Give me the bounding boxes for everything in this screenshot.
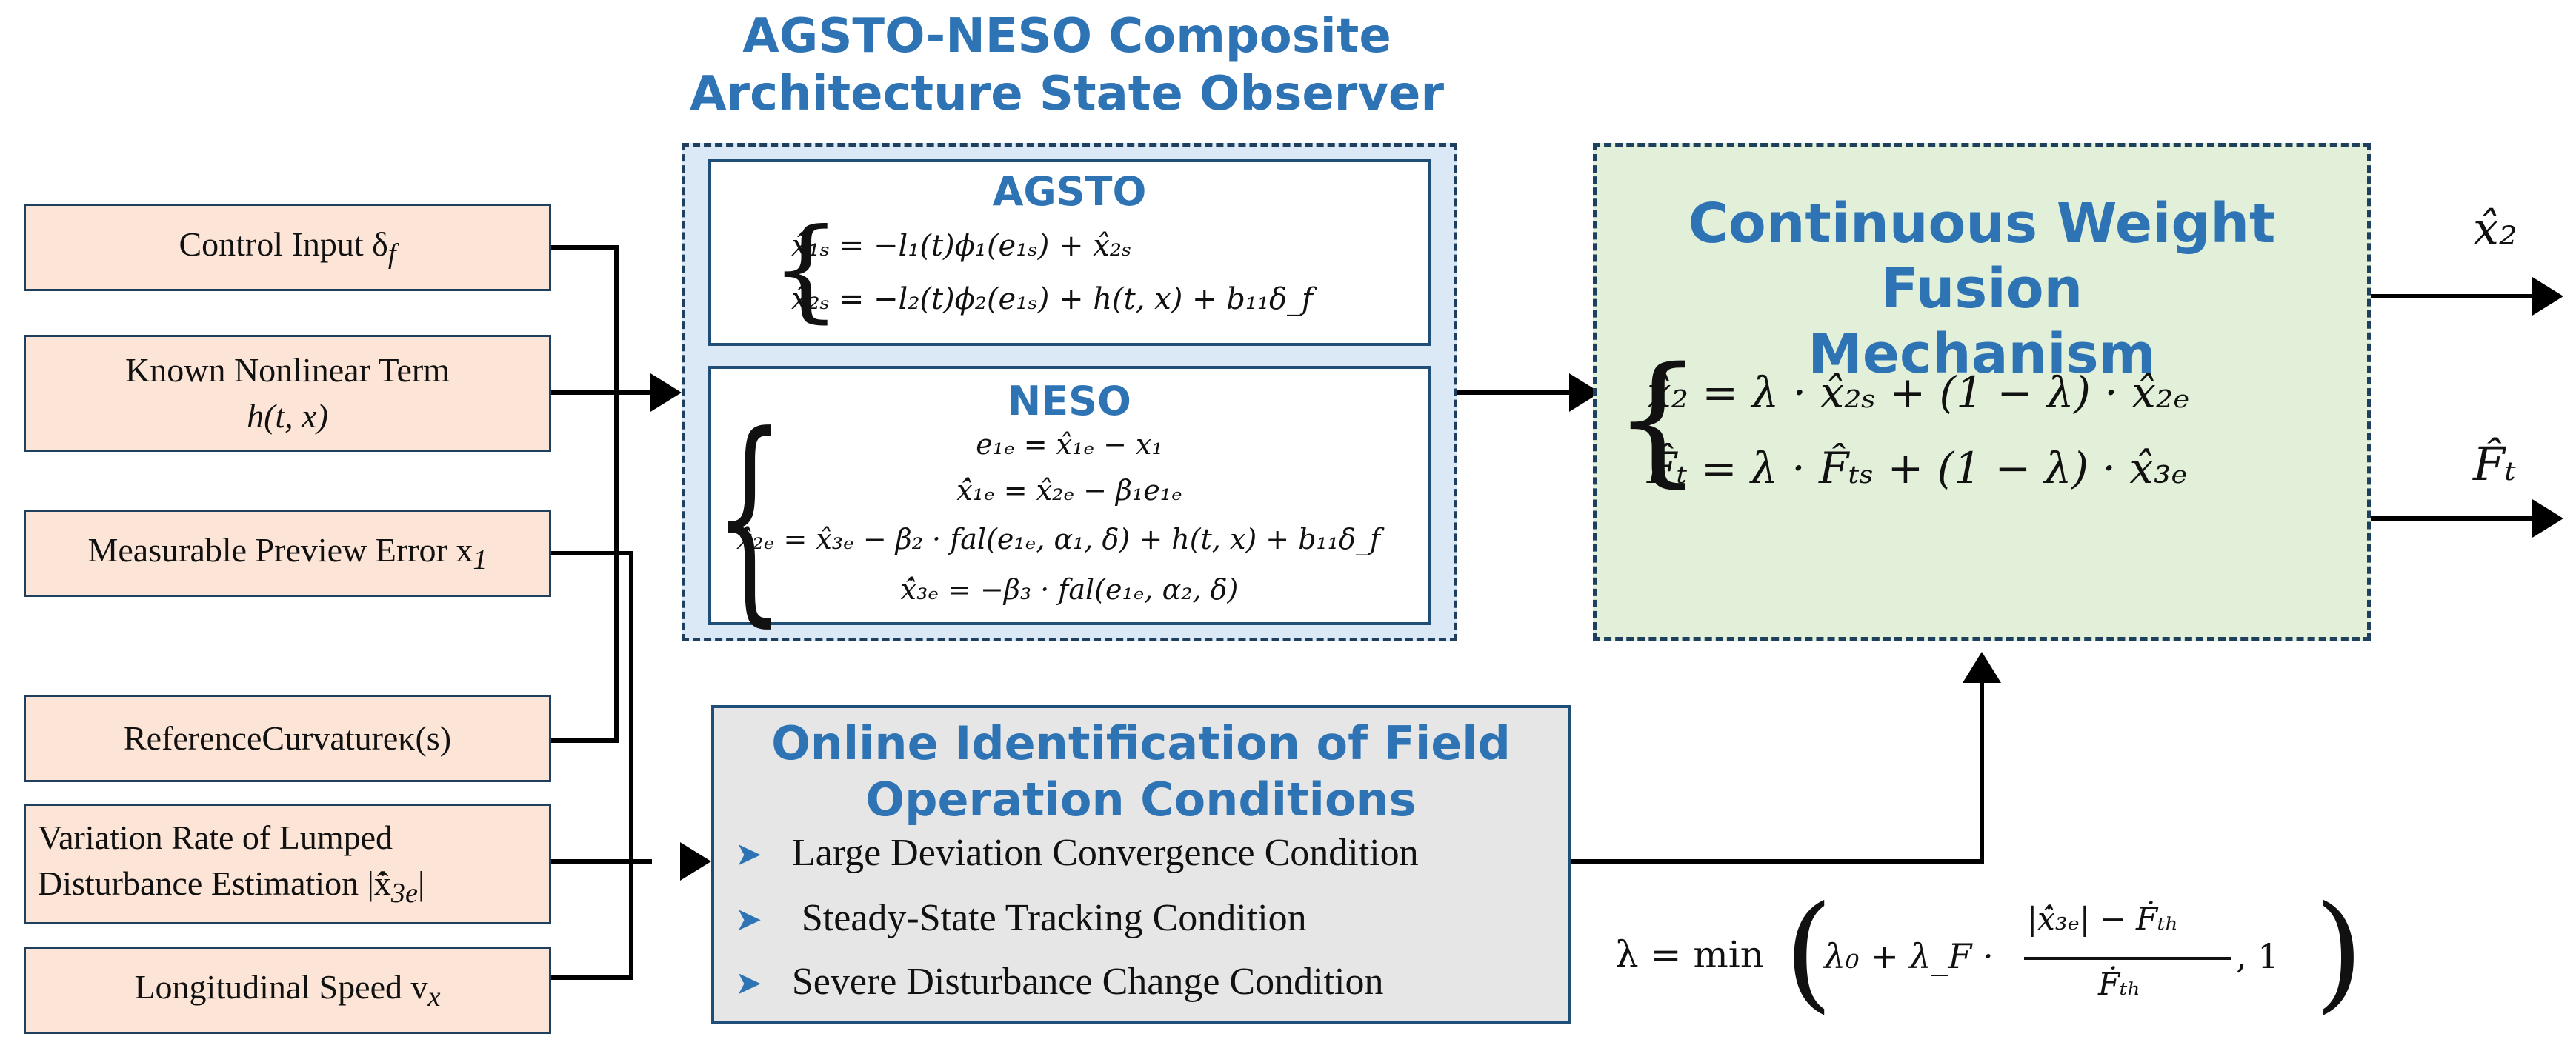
fusion-brace: { [1613, 337, 1703, 501]
chevron-right-icon: ➤ [735, 901, 762, 938]
condition-item: ➤ Severe Disturbance Change Condition [735, 960, 1383, 1004]
neso-eq4: x̂̇₃ₑ = −β₃ · fal(e₁ₑ, α₂, δ) [900, 573, 1239, 606]
observer-arrowhead [650, 373, 682, 412]
input-disturbance-sub: 3e [390, 878, 418, 910]
output-x2-label: x̂₂ [2473, 201, 2517, 256]
identification-box: Online Identification of Field Operation… [711, 705, 1571, 1024]
input-speed-label: Longitudinal Speed v [134, 967, 428, 1006]
input-nonlinear-line1: Known Nonlinear Term [125, 350, 450, 389]
neso-eq2: x̂̇₁ₑ = x̂₂ₑ − β₁e₁ₑ [956, 474, 1182, 507]
input-disturbance-line2: Disturbance Estimation |x̂̇ [38, 864, 391, 903]
condition-label: Severe Disturbance Change Condition [791, 961, 1384, 1003]
chevron-right-icon: ➤ [735, 964, 762, 1002]
input-reference-curvature-label: ReferenceCurvatureκ(s) [123, 718, 452, 757]
input-nonlinear-term: Known Nonlinear Term h(t, x) [24, 335, 551, 452]
input-preview-error-label: Measurable Preview Error x [87, 530, 473, 569]
output-ft-label: F̂ₜ [2473, 437, 2517, 491]
input-preview-error: Measurable Preview Error x1 [24, 510, 551, 597]
lambda-open-paren: ( [1784, 879, 1834, 1026]
input-bus-lower [550, 551, 633, 980]
condition-label: Large Deviation Convergence Condition [791, 832, 1419, 874]
neso-box: NESO { e₁ₑ = x̂₁ₑ − x₁ x̂̇₁ₑ = x̂₂ₑ − β₁… [708, 366, 1431, 646]
lambda-formula: λ = min ( λ₀ + λ_F · |x̂̇₃ₑ| − Ḟₜₕ Ḟₜₕ ,… [1615, 874, 2363, 1037]
input-disturbance-rate: Variation Rate of Lumped Disturbance Est… [24, 804, 551, 924]
lambda-numerator: |x̂̇₃ₑ| − Ḟₜₕ [2027, 901, 2179, 937]
identification-to-fusion-line [1571, 681, 1984, 864]
chevron-right-icon: ➤ [735, 835, 762, 873]
fusion-title: Continuous Weight Fusion Mechanism [1597, 191, 2367, 387]
lambda-term: λ₀ + λ_F · [1824, 936, 1994, 976]
agsto-eq1: x̂̇₁ₛ = −l₁(t)ϕ₁(e₁ₛ) + x̂₂ₛ [791, 229, 1132, 263]
fusion-arrowhead [1569, 373, 1600, 412]
input-bus-upper [550, 245, 619, 743]
lambda-tail: , 1 [2236, 936, 2280, 976]
lambda-arrowhead [1963, 652, 2001, 683]
identification-title: Online Identification of Field Operation… [714, 715, 1568, 828]
fusion-eq2: F̂ₜ = λ · F̂ₜₛ + (1 − λ) · x̂₃ₑ [1647, 443, 2188, 493]
observer-title-line2: Architecture State Observer [690, 67, 1444, 121]
fusion-title-line1: Continuous Weight Fusion [1688, 192, 2276, 321]
input-preview-error-sub: 1 [473, 544, 487, 575]
agsto-title: AGSTO [992, 168, 1147, 215]
condition-label: Steady-State Tracking Condition [791, 897, 1307, 939]
neso-eq1: e₁ₑ = x̂₁ₑ − x₁ [976, 428, 1163, 461]
fusion-eq1: x̂₂ = λ · x̂₂ₛ + (1 − λ) · x̂₂ₑ [1647, 367, 2190, 418]
agsto-box: AGSTO { x̂̇₁ₛ = −l₁(t)ϕ₁(e₁ₛ) + x̂₂ₛ x̂̇… [708, 159, 1431, 346]
neso-title: NESO [1008, 378, 1131, 424]
input-reference-curvature: ReferenceCurvatureκ(s) [24, 695, 551, 782]
neso-eq3: x̂̇₂ₑ = x̂₃ₑ − β₂ · fal(e₁ₑ, α₁, δ) + h(… [736, 523, 1380, 555]
input-control-label: Control Input δ [179, 224, 388, 263]
lambda-lhs: λ = min [1615, 933, 1764, 976]
observer-title-line1: AGSTO-NESO Composite [742, 9, 1391, 64]
input-disturbance-tail: | [417, 864, 425, 903]
input-longitudinal-speed: Longitudinal Speed vx [24, 947, 551, 1034]
input-speed-sub: x [427, 981, 441, 1012]
fusion-box: Continuous Weight Fusion Mechanism { x̂₂… [1593, 143, 2371, 641]
output-x2-arrowhead [2532, 277, 2563, 316]
identification-title-line2: Operation Conditions [865, 773, 1417, 827]
neso-brace: { [714, 387, 785, 646]
identification-arrowhead [680, 842, 711, 881]
condition-item: ➤ Large Deviation Convergence Condition [735, 831, 1419, 875]
lambda-denominator: Ḟₜₕ [2098, 966, 2141, 1002]
lambda-close-paren: ) [2314, 879, 2364, 1026]
agsto-eq2: x̂̇₂ₛ = −l₂(t)ϕ₂(e₁ₛ) + h(t, x) + b₁₁δ_f [791, 282, 1313, 316]
input-disturbance-line1: Variation Rate of Lumped [38, 818, 393, 856]
output-ft-arrowhead [2532, 499, 2563, 538]
lambda-fraction-bar [2024, 957, 2231, 960]
condition-item: ➤ Steady-State Tracking Condition [735, 896, 1307, 940]
input-nonlinear-line2: h(t, x) [247, 397, 328, 435]
observer-title: AGSTO-NESO Composite Architecture State … [652, 7, 1482, 123]
fusion-title-line2: Mechanism [1808, 322, 2156, 386]
identification-title-line1: Online Identification of Field [771, 716, 1511, 770]
input-control-sub: f [387, 238, 396, 270]
input-control: Control Input δf [24, 204, 551, 291]
agsto-brace: { [771, 205, 842, 334]
